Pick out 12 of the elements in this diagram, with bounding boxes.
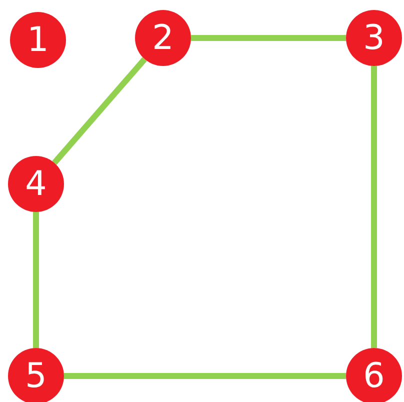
connector-line [52, 57, 147, 165]
connector-line [371, 66, 377, 348]
number-circle [8, 348, 64, 402]
connector-line [191, 35, 346, 41]
number-circle [346, 348, 402, 402]
node-number: 3 [363, 21, 385, 55]
node-number: 2 [152, 21, 174, 55]
node-number: 6 [363, 359, 385, 393]
node-number: 1 [27, 23, 49, 57]
node-number: 4 [25, 167, 47, 201]
node-number: 5 [25, 359, 47, 393]
connector-line [33, 212, 39, 348]
